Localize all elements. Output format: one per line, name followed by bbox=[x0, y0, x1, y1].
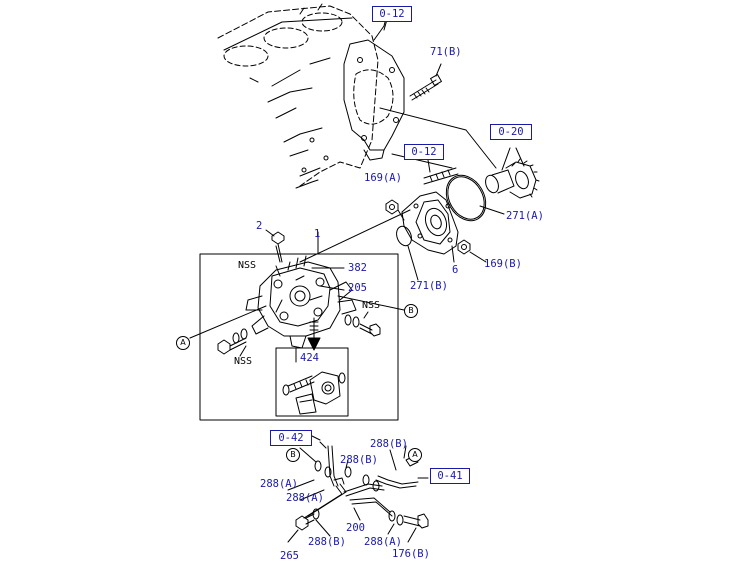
bolt-71b bbox=[409, 63, 442, 101]
nut-169b bbox=[457, 239, 471, 255]
bolt-176b bbox=[403, 513, 429, 529]
left-bolt-assy bbox=[217, 328, 248, 355]
marker-a-bottom: A bbox=[408, 448, 422, 462]
ref-box-0-20[interactable]: 0-20 bbox=[490, 124, 532, 140]
part-label-265[interactable]: 265 bbox=[280, 550, 299, 562]
injection-pump bbox=[245, 255, 357, 349]
part-label-271a[interactable]: 271(A) bbox=[506, 210, 544, 222]
part-label-271b[interactable]: 271(B) bbox=[410, 280, 448, 292]
part-label-288b-bot[interactable]: 288(B) bbox=[308, 536, 346, 548]
bolt-2 bbox=[271, 231, 285, 263]
pump-cover bbox=[401, 191, 459, 255]
bolt-265 bbox=[295, 513, 315, 531]
part-label-1[interactable]: 1 bbox=[314, 228, 321, 240]
oring-271b bbox=[396, 225, 412, 247]
solenoid-box bbox=[275, 347, 349, 417]
marker-b-bottom: B bbox=[286, 448, 300, 462]
ref-box-0-41[interactable]: 0-41 bbox=[430, 468, 470, 484]
part-label-200[interactable]: 200 bbox=[346, 522, 365, 534]
ref-box-0-42[interactable]: 0-42 bbox=[270, 430, 312, 446]
part-label-205[interactable]: 205 bbox=[348, 282, 367, 294]
nut-169a bbox=[385, 199, 399, 215]
part-label-71b[interactable]: 71(B) bbox=[430, 46, 462, 58]
part-label-176b[interactable]: 176(B) bbox=[392, 548, 430, 560]
ref-box-0-12-mid[interactable]: 0-12 bbox=[404, 144, 444, 160]
oring-271a bbox=[445, 174, 487, 222]
part-label-288b-top[interactable]: 288(B) bbox=[370, 438, 408, 450]
engine-block bbox=[217, 3, 405, 189]
marker-a-left: A bbox=[176, 336, 190, 350]
nss-note-lower: NSS bbox=[234, 356, 253, 367]
part-label-169b[interactable]: 169(B) bbox=[484, 258, 522, 270]
part-label-382[interactable]: 382 bbox=[348, 262, 367, 274]
ref-box-0-12-top[interactable]: 0-12 bbox=[372, 6, 412, 22]
part-label-288a-mid[interactable]: 288(A) bbox=[286, 492, 324, 504]
part-label-169a[interactable]: 169(A) bbox=[364, 172, 402, 184]
assembly-frame bbox=[199, 253, 399, 421]
part-label-288b-mid[interactable]: 288(B) bbox=[340, 454, 378, 466]
right-bolt-assy bbox=[344, 314, 381, 337]
feed-pump-gear bbox=[485, 158, 540, 199]
solenoid-valve bbox=[282, 371, 346, 415]
part-label-6[interactable]: 6 bbox=[452, 264, 459, 276]
marker-b-right: B bbox=[404, 304, 418, 318]
part-label-2[interactable]: 2 bbox=[256, 220, 263, 232]
stud-bolt bbox=[423, 167, 459, 185]
nss-note-upper: NSS bbox=[238, 260, 257, 271]
part-label-288a-left[interactable]: 288(A) bbox=[260, 478, 298, 490]
nss-note-right: NSS bbox=[362, 300, 381, 311]
part-label-288a-bot[interactable]: 288(A) bbox=[364, 536, 402, 548]
part-label-424[interactable]: 424 bbox=[300, 352, 319, 364]
washer-288a-left bbox=[314, 460, 322, 472]
